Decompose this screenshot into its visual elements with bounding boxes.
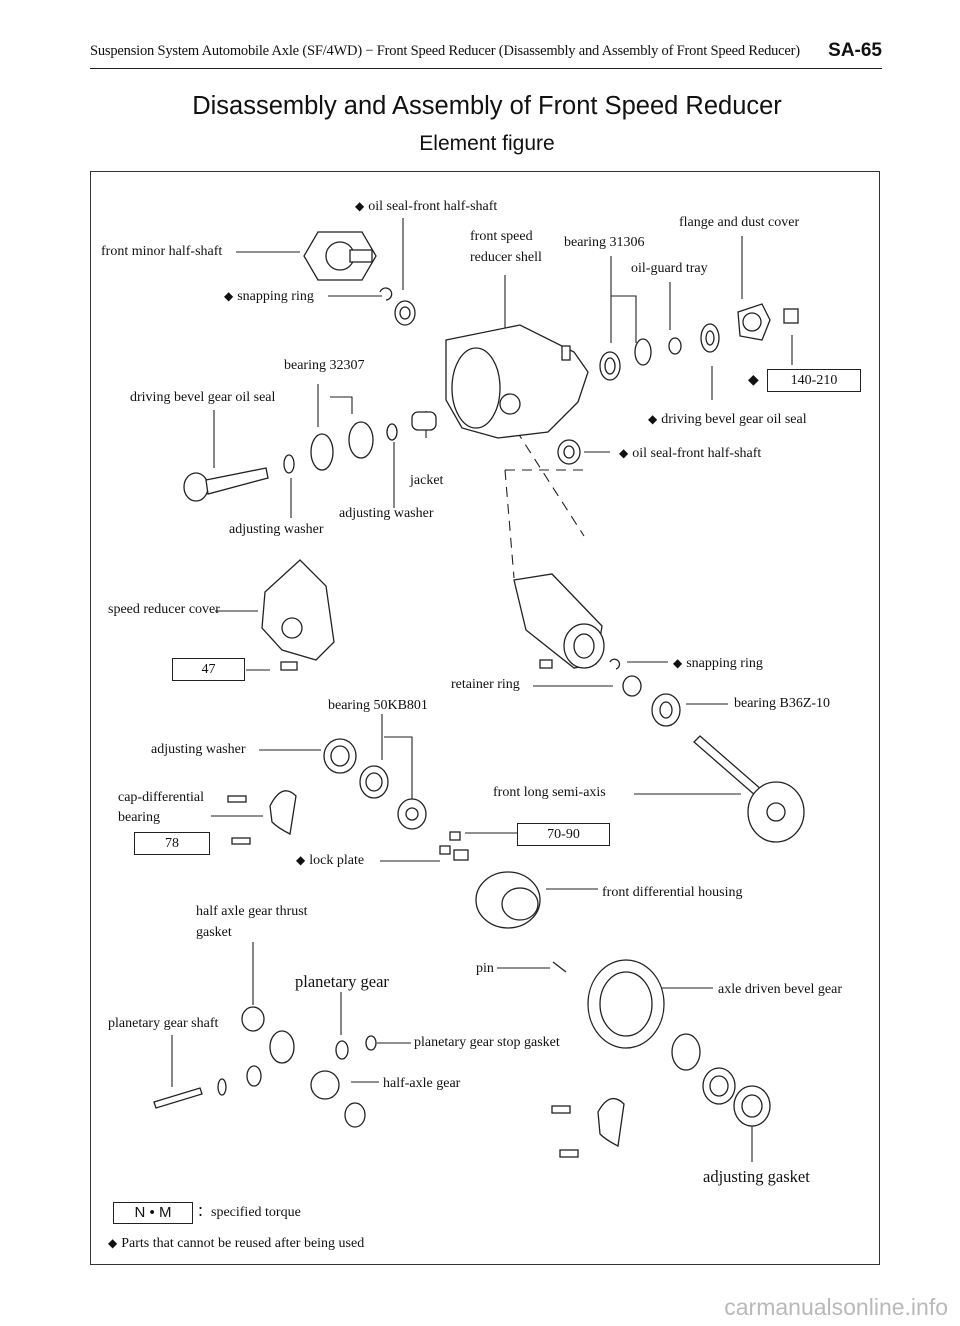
label-planetary-gear-stop-gasket: planetary gear stop gasket [414,1035,560,1050]
label-cap-differential-line2: bearing [118,810,160,825]
label-oil-seal-front-half-shaft-top: ◆oil seal-front half-shaft [355,199,498,214]
label-half-axle-thrust-line1: half axle gear thrust [196,904,308,919]
torque-47: 47 [172,658,245,681]
label-half-axle-gear: half-axle gear [383,1076,461,1091]
label-axle-driven-bevel-gear: axle driven bevel gear [718,982,842,997]
label-oil-seal-front-half-shaft-mid: ◆oil seal-front half-shaft [619,446,762,461]
page-number: SA-65 [828,40,882,61]
legend-nm-box: N • M [113,1202,193,1224]
label-snapping-ring-mid: ◆snapping ring [673,656,763,671]
figure-frame [90,171,880,1265]
legend-specified-torque: ：specified torque [197,1205,301,1220]
page-header: Suspension System Automobile Axle (SF/4W… [90,40,882,65]
label-bearing-32307: bearing 32307 [284,358,365,373]
label-lock-plate: ◆lock plate [296,853,365,868]
label-jacket: jacket [410,473,444,488]
label-half-axle-thrust-line2: gasket [196,925,232,940]
label-adjusting-washer-1: adjusting washer [229,522,324,537]
torque-70-90: 70-90 [517,823,610,846]
label-front-differential-housing: front differential housing [602,885,743,900]
label-speed-reducer-cover: speed reducer cover [108,602,220,617]
header-title: Suspension System Automobile Axle (SF/4W… [90,43,800,59]
label-retainer-ring: retainer ring [451,677,520,692]
label-front-minor-half-shaft: front minor half-shaft [101,244,223,259]
label-adjusting-gasket: adjusting gasket [703,1167,810,1186]
torque-140-210: 140-210 [767,369,861,392]
label-planetary-gear-shaft: planetary gear shaft [108,1016,219,1031]
label-pin: pin [476,961,494,976]
label-driving-bevel-gear-oil-seal-left: driving bevel gear oil seal [130,390,276,405]
label-front-speed-line1: front speed [470,229,533,244]
label-front-long-semi-axis: front long semi-axis [493,785,606,800]
torque-78: 78 [134,832,210,855]
label-snapping-ring-top: ◆snapping ring [224,289,314,304]
label-cap-differential-line1: cap-differential [118,790,205,805]
label-planetary-gear: planetary gear [295,972,389,991]
label-adjusting-washer-3: adjusting washer [151,742,246,757]
label-bearing-31306: bearing 31306 [564,235,645,250]
label-bearing-b36z-10: bearing B36Z-10 [734,696,831,711]
label-bearing-50kb801: bearing 50KB801 [328,698,428,713]
label-driving-bevel-gear-oil-seal-right: ◆driving bevel gear oil seal [648,412,807,427]
header-rule [90,68,882,69]
label-oil-guard-tray: oil-guard tray [631,261,708,276]
label-flange-dust-cover: flange and dust cover [679,215,800,230]
page-title: Disassembly and Assembly of Front Speed … [192,92,782,120]
legend-not-reusable: ◆Parts that cannot be reused after being… [108,1236,365,1251]
label-diamond-torque: ◆ [748,373,759,388]
label-adjusting-washer-2: adjusting washer [339,506,434,521]
page-subtitle: Element figure [419,132,555,155]
label-front-speed-line2: reducer shell [470,250,542,265]
watermark: carmanualsonline.info [724,1294,948,1320]
